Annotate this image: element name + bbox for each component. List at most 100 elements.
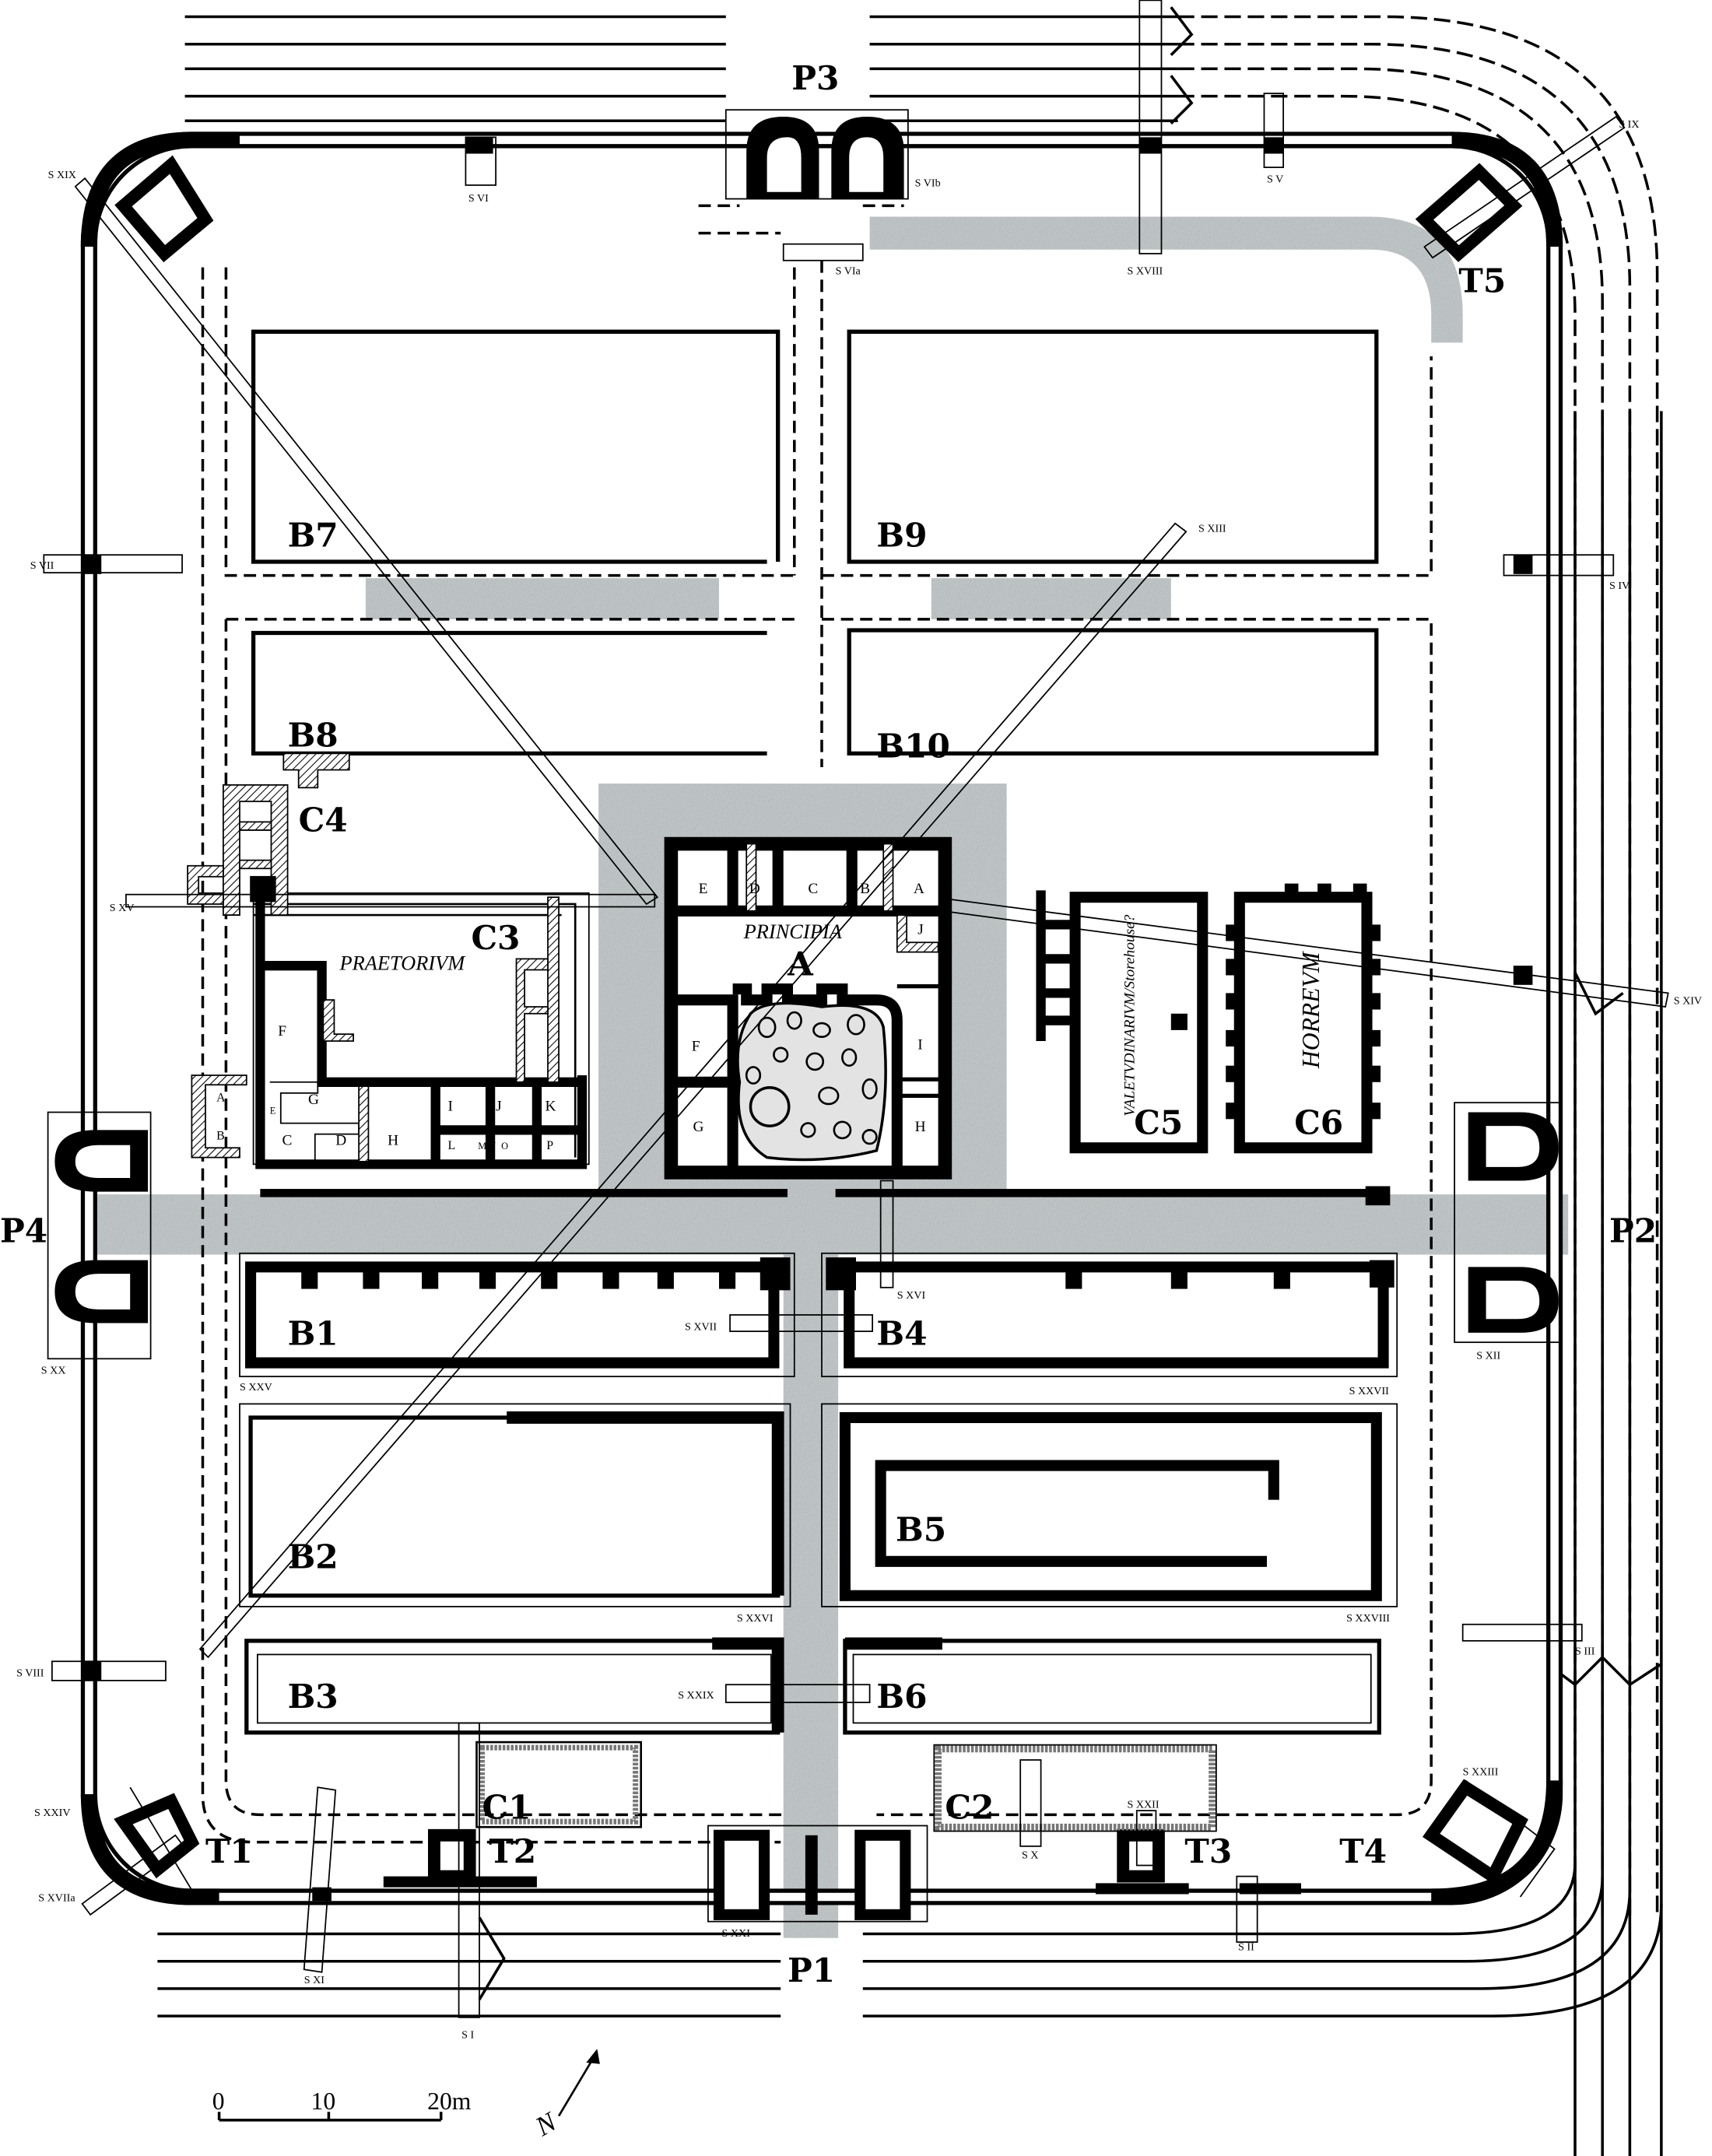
room-label: L [448,1139,456,1152]
trench-label: S VII [30,559,54,572]
tower-label-t1: T1 [205,1832,253,1870]
valetudinarium-c5 [1036,890,1209,1154]
principia [664,836,952,1180]
b1-b4-buttresses [260,1186,1395,1291]
well-icon [749,1086,791,1127]
principia-hatch-3 [896,914,939,953]
road-patch-west [365,578,719,619]
barrack-b9 [847,329,1379,564]
praetorium-room-labels: F G C D H I J K L M N O P A B E [216,1023,556,1152]
gate-p3 [724,109,909,200]
building-c2 [935,1745,1216,1831]
room-label: G [693,1119,704,1135]
gate-label-p1: P1 [788,1951,835,1989]
room-label: C [808,881,818,897]
room-label: B [216,1130,225,1143]
trench-label: S VIb [915,177,941,190]
tower-t4 [1423,1779,1528,1886]
room-label: I [917,1037,922,1053]
trench-label: S XVII [685,1320,717,1333]
building-label-c6: C6 [1294,1103,1343,1142]
room-label: M [478,1141,486,1152]
gate-p1 [707,1825,928,1923]
barrack-b5 [839,1411,1382,1601]
b3-inner [257,1653,772,1724]
barrack-b4 [844,1261,1389,1369]
trench-label: S XVIII [1127,265,1163,277]
room-label: N [489,1141,496,1152]
wall-pieces [82,137,1533,1902]
room-label: D [749,881,760,897]
trench-label: S I [461,2028,474,2041]
room-label: D [335,1133,346,1149]
valetudinarium-name: VALETVDINARIVM/Storehouse? [1121,914,1138,1116]
tower-t3 [1117,1828,1165,1883]
room-label: E [699,881,708,897]
trench-label: S XX [41,1365,66,1377]
room-label: F [692,1038,700,1054]
fort-wall [80,131,1563,1905]
principia-hatch-2 [882,843,894,912]
room-label: H [388,1133,398,1149]
horreum-name: HORREVM [1297,951,1324,1069]
trench-label: S XVI [897,1289,926,1302]
trench-label: S XIV [1674,994,1703,1007]
room-label: P [546,1139,553,1152]
building-c2-outline [933,1744,1217,1832]
trench-label: S XXI [722,1927,751,1940]
tower-label-t4: T4 [1339,1832,1387,1870]
scale-tick-20m: 20m [427,2088,472,2115]
praetorium [191,892,590,1169]
trench-label: S X [1022,1849,1039,1862]
barrack-b10 [847,628,1379,756]
b2-wall [507,1411,784,1596]
room-label: J [917,922,924,938]
trench-label: S XIII [1198,522,1226,535]
trench-label: S XI [304,1974,325,1986]
building-c4 [187,752,350,916]
barrack-label-b4: B4 [876,1314,927,1353]
building-label-c4: C4 [299,801,348,840]
tower-t1 [114,1793,200,1879]
tower-nw [114,155,214,263]
trench-label: S XV [110,902,135,914]
tower-label-t2: T2 [489,1832,536,1870]
trench-label: S XXIV [34,1807,71,1819]
barrack-label-b5: B5 [896,1509,946,1548]
annex-hatch [191,1074,247,1159]
gate-p4 [47,1111,152,1360]
praetorium-hatch-rooms [515,958,549,1083]
building-label-c1: C1 [482,1788,531,1827]
ditches [157,6,1663,2156]
building-c1-wall [479,1744,639,1825]
trenches [43,0,1669,2018]
principia-hatch-1 [745,843,757,912]
trench-label: S II [1238,1941,1254,1954]
gate-p2 [1454,1102,1563,1344]
barrack-label-b10: B10 [876,727,949,766]
praetorium-hatch-d [358,1085,370,1162]
scale-tick-10: 10 [311,2088,336,2115]
barrack-b1 [245,1261,780,1369]
tower-t5 [1415,163,1523,262]
room-label: J [496,1099,502,1115]
room-label: K [545,1099,556,1115]
gate-label-p3: P3 [791,58,839,97]
barrack-label-b9: B9 [876,516,927,555]
barrack-label-b6: B6 [876,1677,927,1716]
tower-label-t3: T3 [1184,1832,1232,1870]
scale-bar: 0 10 20m [212,2088,472,2122]
barrack-label-b2: B2 [288,1537,339,1576]
building-c1 [475,1741,642,1828]
trench-label: S VI [468,192,489,205]
building-label-c2: C2 [945,1788,994,1827]
room-label: G [308,1092,319,1108]
via-praetoria [783,1177,839,1938]
room-label: I [448,1099,453,1115]
barrack-label-b1: B1 [288,1314,339,1353]
trench-label: S XXVII [1349,1385,1390,1397]
tower-label-t5: T5 [1458,261,1506,300]
barrack-label-b8: B8 [288,716,339,755]
room-label: B [860,881,870,897]
